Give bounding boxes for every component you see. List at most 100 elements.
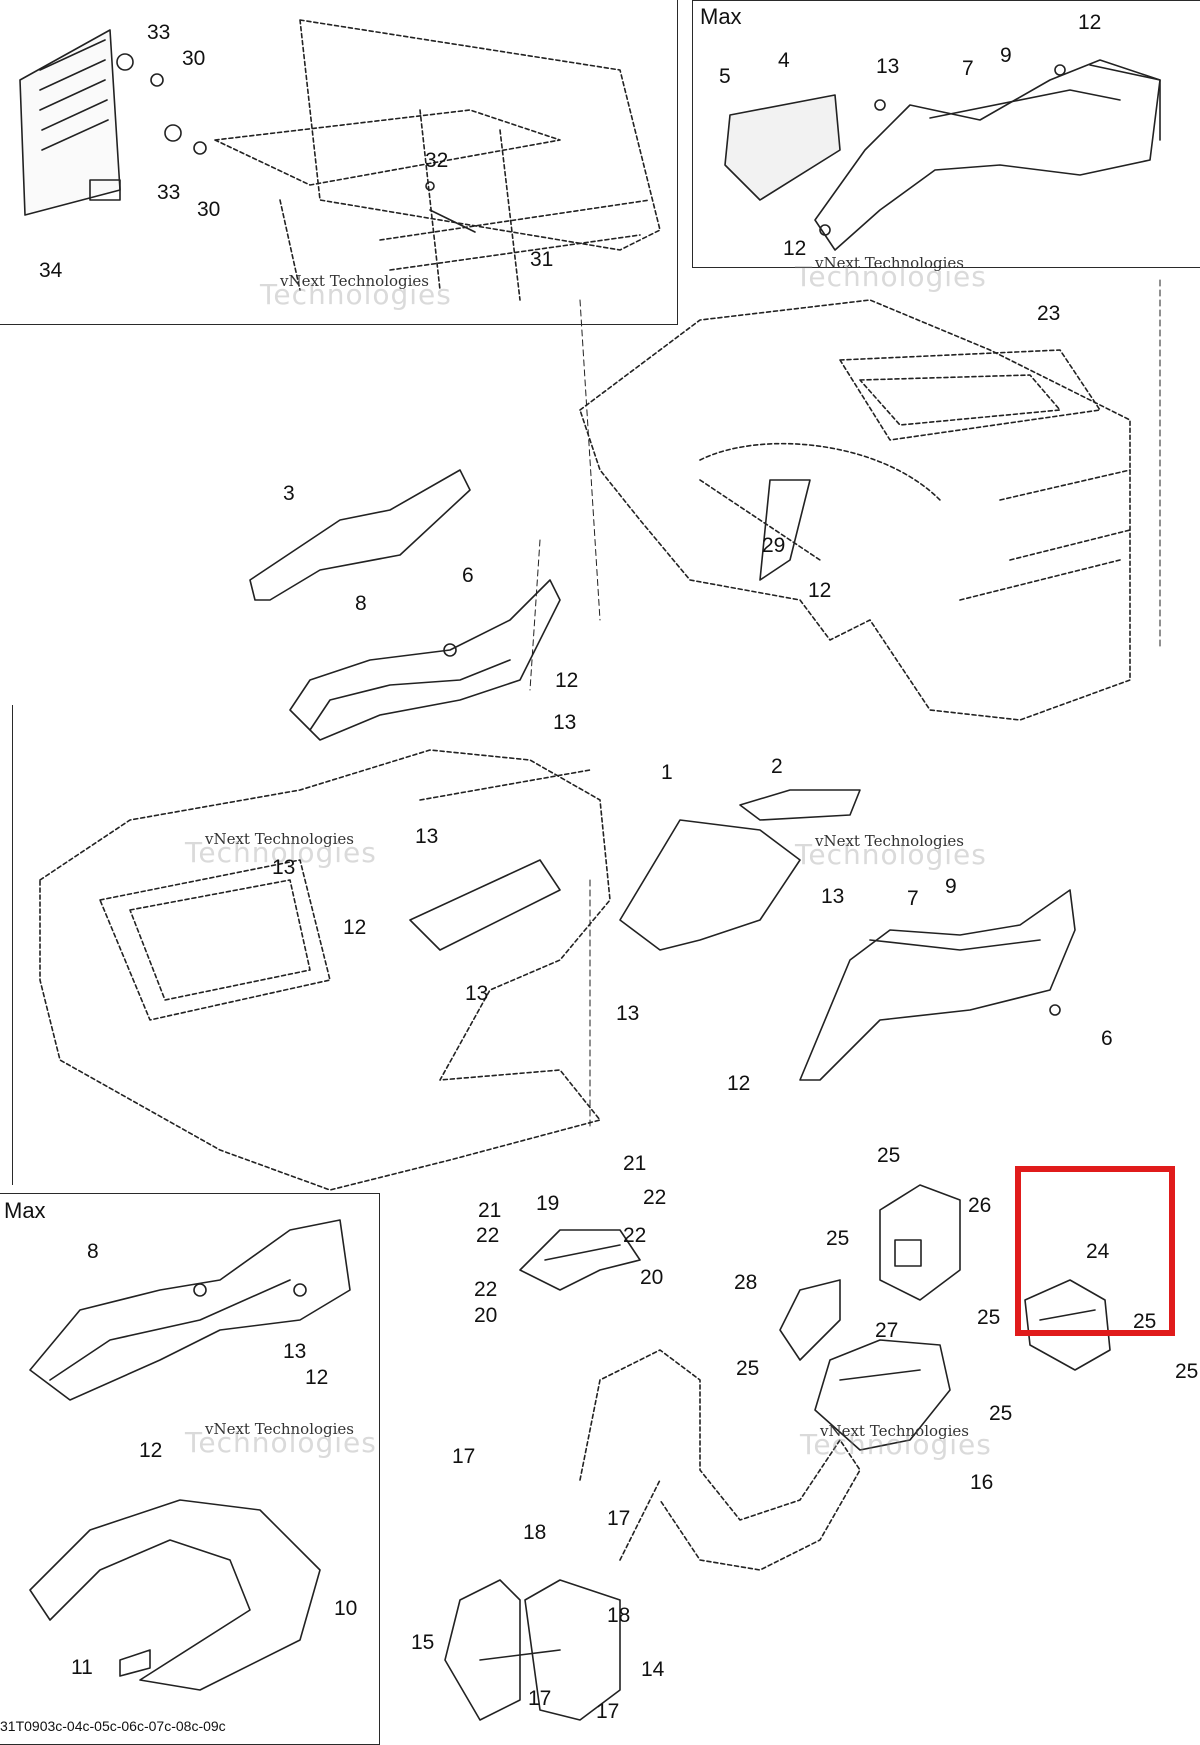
callout-2: 2 <box>771 755 783 778</box>
fender-7-right <box>799 889 1076 1081</box>
callout-25: 25 <box>989 1402 1013 1425</box>
callout-13: 13 <box>616 1002 640 1025</box>
max-fender-drawing <box>724 59 1161 251</box>
callout-14: 14 <box>641 1658 665 1681</box>
callout-22: 22 <box>643 1186 667 1209</box>
callout-8: 8 <box>87 1240 99 1263</box>
callout-13: 13 <box>553 711 577 734</box>
rear-body-outline <box>579 299 1131 721</box>
callout-13: 13 <box>272 856 296 879</box>
fender-8 <box>289 579 561 741</box>
step-2 <box>739 789 861 821</box>
bracket-28 <box>779 1279 841 1361</box>
callout-18: 18 <box>523 1521 547 1544</box>
top-left-frame <box>0 0 678 325</box>
callout-16: 16 <box>970 1471 994 1494</box>
callout-5: 5 <box>719 65 731 88</box>
fender-10-max <box>29 1499 321 1691</box>
callout-20: 20 <box>474 1304 498 1327</box>
tow-hitch-frame <box>579 1349 861 1571</box>
panel-1 <box>619 819 801 951</box>
callout-17: 17 <box>528 1687 552 1710</box>
callout-10: 10 <box>334 1597 358 1620</box>
fender-8-max <box>29 1219 351 1401</box>
callout-21: 21 <box>478 1199 502 1222</box>
callout-15: 15 <box>411 1631 435 1654</box>
callout-9: 9 <box>945 875 957 898</box>
callout-25: 25 <box>977 1306 1001 1329</box>
guard-24 <box>1024 1279 1111 1371</box>
callout-25: 25 <box>1175 1360 1199 1383</box>
callout-27: 27 <box>875 1319 899 1342</box>
callout-30: 30 <box>182 47 206 70</box>
callout-17: 17 <box>607 1507 631 1530</box>
callout-30: 30 <box>197 198 221 221</box>
callout-29: 29 <box>762 534 786 557</box>
callout-13: 13 <box>876 55 900 78</box>
callout-24: 24 <box>1086 1240 1110 1263</box>
bottom-left-max-frame <box>0 1193 380 1745</box>
callout-12: 12 <box>343 916 367 939</box>
callout-7: 7 <box>962 57 974 80</box>
callout-4: 4 <box>778 49 790 72</box>
callout-22: 22 <box>474 1278 498 1301</box>
callout-9: 9 <box>1000 44 1012 67</box>
grille-panel-drawing <box>19 29 121 216</box>
diagram-code: 31T0903c-04c-05c-06c-07c-08c-09c <box>0 1718 226 1734</box>
callout-13: 13 <box>415 825 439 848</box>
callout-8: 8 <box>355 592 367 615</box>
callout-12: 12 <box>555 669 579 692</box>
callout-3: 3 <box>283 482 295 505</box>
callout-28: 28 <box>734 1271 758 1294</box>
callout-34: 34 <box>39 259 63 282</box>
callout-1: 1 <box>661 761 673 784</box>
callout-18: 18 <box>607 1604 631 1627</box>
front-body-outline <box>39 749 611 1191</box>
callout-6: 6 <box>1101 1027 1113 1050</box>
callout-12: 12 <box>305 1366 329 1389</box>
support-29 <box>759 479 811 581</box>
bolt-31 <box>429 209 476 233</box>
callout-32: 32 <box>425 149 449 172</box>
callout-25: 25 <box>736 1357 760 1380</box>
callout-25: 25 <box>877 1144 901 1167</box>
bumper-14 <box>444 1579 621 1721</box>
left-section-frame <box>12 705 14 1185</box>
callout-33: 33 <box>157 181 181 204</box>
callout-19: 19 <box>536 1192 560 1215</box>
callout-7: 7 <box>907 887 919 910</box>
washer-32 <box>425 181 435 191</box>
rack-frame-drawing <box>214 19 661 301</box>
callout-23: 23 <box>1037 302 1061 325</box>
callout-26: 26 <box>968 1194 992 1217</box>
handle-19 <box>519 1229 641 1291</box>
callout-25: 25 <box>826 1227 850 1250</box>
callout-12: 12 <box>727 1072 751 1095</box>
max-label-top: Max <box>700 4 742 29</box>
panel-3 <box>249 469 471 601</box>
callout-22: 22 <box>623 1224 647 1247</box>
callout-13: 13 <box>465 982 489 1005</box>
callout-12: 12 <box>808 579 832 602</box>
callout-13: 13 <box>821 885 845 908</box>
callout-12: 12 <box>783 237 807 260</box>
callout-33: 33 <box>147 21 171 44</box>
top-right-max-frame <box>692 0 1200 268</box>
callout-20: 20 <box>640 1266 664 1289</box>
max-label-bottom: Max <box>4 1198 46 1223</box>
callout-12: 12 <box>1078 11 1102 34</box>
callout-12: 12 <box>139 1439 163 1462</box>
highlight-box-part-24 <box>1015 1166 1175 1336</box>
callout-17: 17 <box>452 1445 476 1468</box>
callout-13: 13 <box>283 1340 307 1363</box>
leader-lines <box>529 279 1161 1131</box>
callout-6: 6 <box>462 564 474 587</box>
bracket-26 <box>879 1184 961 1301</box>
hardware-33-30 <box>116 53 207 155</box>
fender-opening <box>409 859 561 951</box>
callout-17: 17 <box>596 1700 620 1723</box>
callout-21: 21 <box>623 1152 647 1175</box>
callout-31: 31 <box>530 248 554 271</box>
